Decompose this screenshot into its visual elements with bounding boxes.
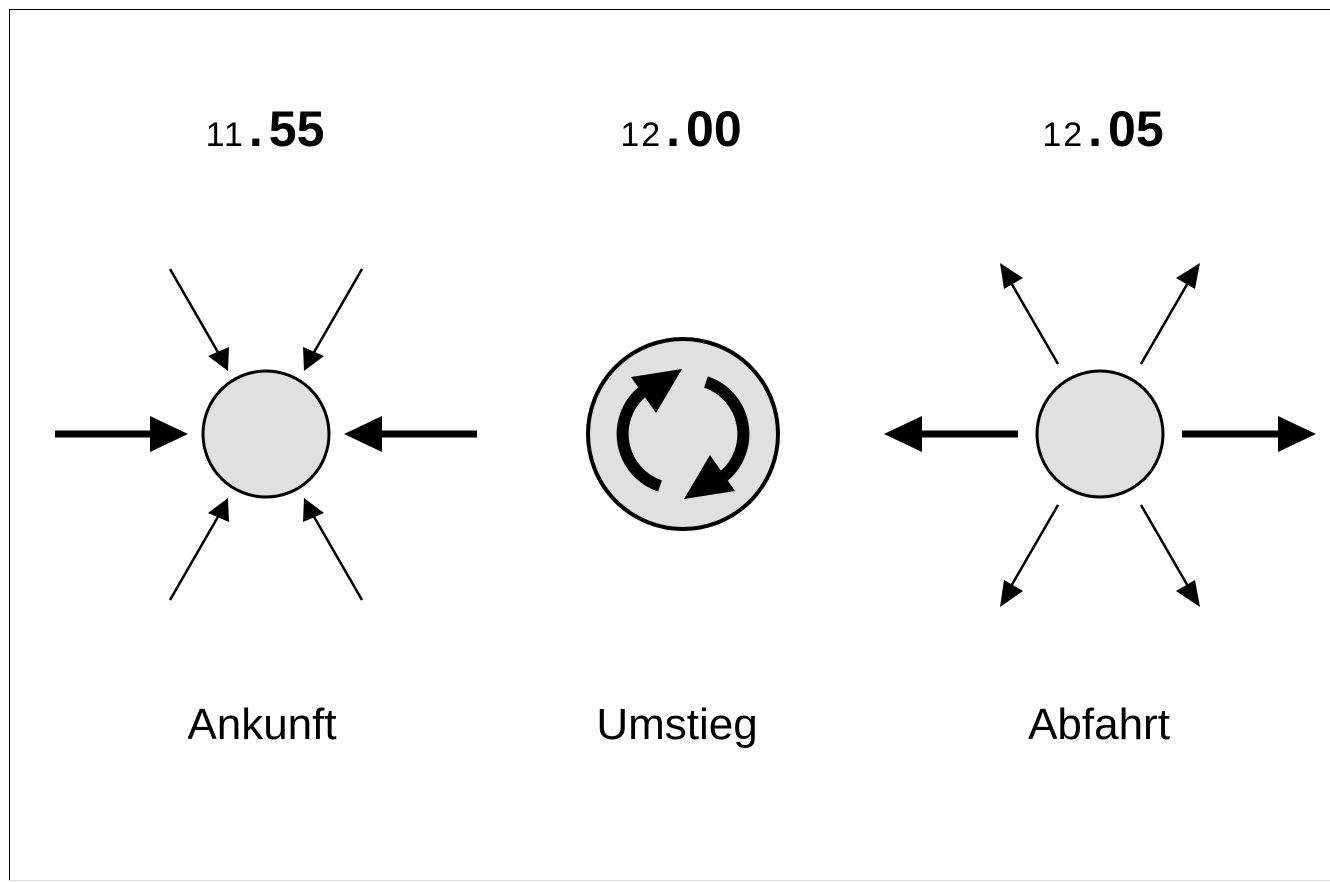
transfer-time: 12.00 <box>561 100 801 158</box>
arrow-right-in <box>344 416 477 452</box>
cycle-arrow-down <box>703 376 750 481</box>
transfer-circle <box>586 337 780 531</box>
transfer-hour: 12 <box>620 116 663 154</box>
cycle-arrowhead-down <box>684 455 735 499</box>
transfer-cycle-icon <box>586 337 780 531</box>
arrows-inward-icon <box>55 268 477 601</box>
time-separator: . <box>666 101 681 157</box>
arrow-topright-out <box>1139 263 1200 365</box>
departure-time: 12.05 <box>983 100 1223 158</box>
arrow-bottomleft-in <box>168 498 229 601</box>
time-separator: . <box>248 101 263 157</box>
arrow-bottomright-in <box>303 498 364 601</box>
arrow-right-out <box>1182 416 1316 452</box>
arrival-circle <box>201 369 331 499</box>
arrow-bottomright-out <box>1139 504 1200 607</box>
transfer-label: Umstieg <box>596 700 758 749</box>
arrival-label: Ankunft <box>187 700 337 749</box>
arrow-topleft-in <box>168 268 229 371</box>
arrow-left-in <box>55 416 188 452</box>
arrival-hour: 11 <box>205 116 245 154</box>
cycle-arrowhead-up <box>631 369 682 413</box>
departure-hour: 12 <box>1042 116 1085 154</box>
bottom-divider <box>9 880 1330 881</box>
departure-minute: 05 <box>1108 101 1164 157</box>
arrow-left-out <box>884 416 1018 452</box>
arrow-topright-in <box>303 268 364 371</box>
arrows-outward-icon <box>884 263 1316 607</box>
departure-label: Abfahrt <box>1028 700 1170 749</box>
time-separator: . <box>1088 101 1103 157</box>
transfer-minute: 00 <box>686 101 742 157</box>
arrival-minute: 55 <box>268 101 325 157</box>
arrival-time: 11.55 <box>145 100 385 158</box>
departure-circle <box>1035 369 1165 499</box>
arrow-bottomleft-out <box>1000 504 1060 607</box>
cycle-arrow-up <box>616 387 663 492</box>
diagram-frame <box>9 9 1330 881</box>
arrow-topleft-out <box>1000 263 1060 365</box>
